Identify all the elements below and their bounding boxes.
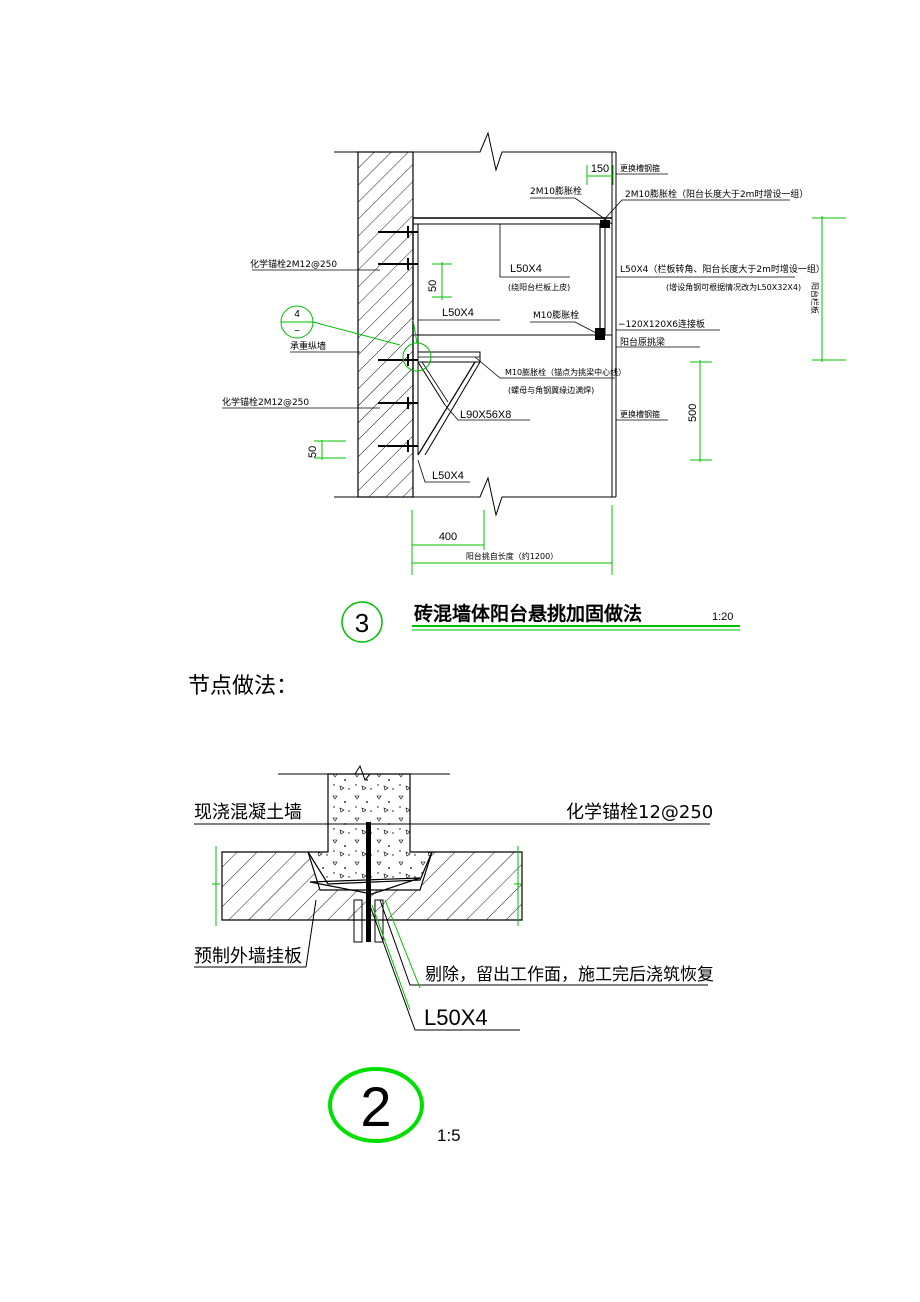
anchor-rod [366, 822, 371, 942]
drawing-3: 4 − 150 [222, 131, 846, 643]
dim-50-upper [432, 262, 452, 300]
break-line-top [334, 131, 616, 172]
note-label: 剔除，留出工作面，施工完后浇筑恢复 [425, 965, 714, 985]
change-channel-bottom: 更换槽钢箍 [620, 409, 660, 419]
drawing-2-number-circle [328, 1067, 424, 1143]
dim-500 [690, 360, 712, 462]
wall-break [278, 764, 450, 781]
detail-sub: − [294, 326, 300, 337]
m10-anchor-2: M10膨胀栓（锚点为挑梁中心线） [505, 367, 626, 377]
chem-anchors-lower [378, 354, 418, 452]
angle-label: L50X4 [424, 1005, 488, 1030]
angle-l50-1-note: (绕阳台栏板上皮) [508, 282, 570, 292]
panel-label: 预制外墙挂板 [194, 946, 302, 967]
anchor-2m10-note: 2M10膨胀栓（阳台长度大于2m时增设一组） [625, 188, 808, 200]
cantilever-length-text: 阳台挑自长度（约1200） [466, 551, 558, 561]
angle-l50-2: L50X4（栏板转角、阳台长度大于2m时增设一组） [620, 263, 825, 275]
side-markers [212, 846, 522, 926]
m10-anchor-2-note: (螺母与角钢翼缘边满焊) [508, 385, 594, 395]
chem-anchor-lower: 化学锚栓2M12@250 [222, 396, 309, 408]
plate-label: −120X120X6连接板 [618, 318, 705, 330]
bearing-wall-label: 承重纵墙 [290, 340, 326, 352]
dim-150 [586, 165, 614, 185]
detail-no: 4 [294, 309, 300, 320]
drawing-3-title: 砖混墙体阳台悬挑加固做法 [414, 602, 642, 625]
angle-l50-2-note: (增设角钢可根据情况改为L50X32X4) [666, 282, 801, 292]
angle-l50-3: L50X4 [442, 307, 474, 319]
dim-400-text: 400 [439, 531, 457, 543]
detail-callout-4: 4 − [280, 305, 314, 339]
angle-l90: L90X56X8 [460, 409, 511, 421]
drawing-3-scale: 1:20 [712, 611, 733, 623]
leaders [222, 173, 795, 483]
right-vertical-text: 阳台栏板 [810, 282, 820, 314]
angle-l50-bottom: L50X4 [432, 470, 464, 482]
dim-500-text: 500 [687, 404, 699, 422]
dim-50-lower-text: 50 [307, 446, 319, 458]
angle-l50-1: L50X4 [510, 263, 542, 275]
break-line-bottom [334, 476, 616, 517]
chem-anchors-upper [378, 226, 418, 270]
bearing-wall [357, 151, 414, 498]
drawing-2-number: 2 [360, 1075, 391, 1138]
dim-right [812, 216, 846, 362]
drawing-3-number: 3 [355, 608, 369, 638]
balcony-frame [412, 217, 612, 460]
balcony-beam-label: 阳台原挑梁 [620, 336, 665, 348]
section-heading: 节点做法： [188, 674, 299, 699]
dim-50-lower [314, 440, 346, 460]
drawing-2-scale: 1:5 [437, 1126, 461, 1145]
dim-400 [411, 505, 613, 575]
drawing-3-number-circle [341, 601, 383, 643]
anchor-label: 化学锚栓12@250 [566, 802, 713, 823]
dim-150-text: 150 [591, 163, 609, 175]
drawing-2: 现浇混凝土墙 化学锚栓12@250 预制外墙挂板 剔除，留出工作面，施工完后浇筑… [194, 764, 714, 1145]
chem-anchor-upper: 化学锚栓2M12@250 [250, 258, 337, 270]
anchor-2m10-label: 2M10膨胀栓 [530, 185, 582, 197]
drawing-2-leaders [194, 823, 710, 1031]
wall-label: 现浇混凝土墙 [194, 802, 302, 823]
dim-50-upper-text: 50 [427, 280, 439, 292]
change-channel-top: 更换槽钢箍 [620, 163, 660, 173]
diagonal-brace [417, 361, 481, 456]
m10-anchor: M10膨胀栓 [533, 309, 579, 321]
